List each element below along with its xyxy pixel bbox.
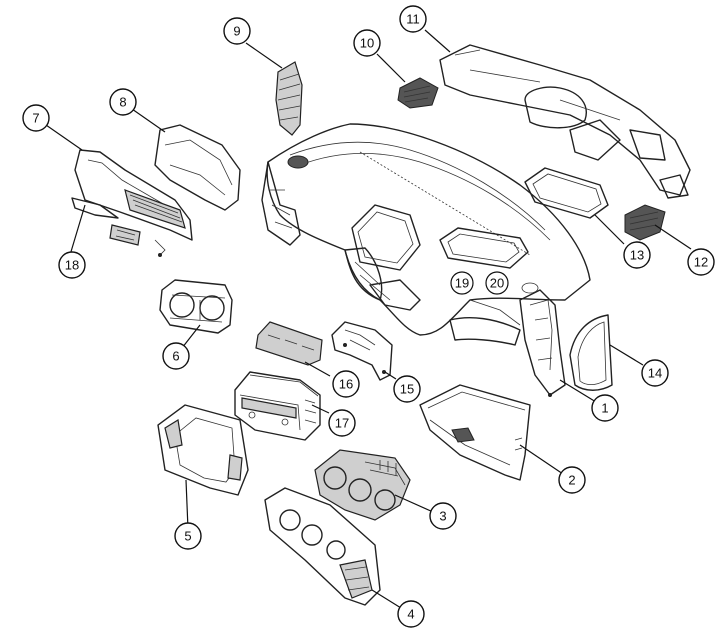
part-heater-control <box>314 449 411 521</box>
part-center-lower-panel <box>264 487 381 606</box>
callout-label: 6 <box>172 349 179 364</box>
callout-label: 15 <box>400 382 414 397</box>
part-center-vent <box>397 77 439 109</box>
part-audio-unit <box>234 371 321 441</box>
callout-2: 2 <box>558 466 586 494</box>
callout-18: 18 <box>58 251 86 279</box>
callout-13: 13 <box>623 241 651 269</box>
callout-label: 9 <box>233 24 240 39</box>
callout-8: 8 <box>109 88 137 116</box>
part-side-end-cap <box>569 314 613 391</box>
part-dashboard-main <box>261 123 591 397</box>
callout-4: 4 <box>397 600 425 628</box>
callout-14: 14 <box>641 359 669 387</box>
callout-label: 4 <box>407 607 414 622</box>
part-bracket <box>331 321 393 381</box>
part-cluster-hood <box>154 124 241 211</box>
callout-5: 5 <box>174 522 202 550</box>
part-audio-bezel <box>157 404 249 496</box>
part-side-vent-right <box>624 204 666 241</box>
leader-lines <box>45 29 692 609</box>
callout-label: 8 <box>119 95 126 110</box>
part-glove-box <box>419 384 531 481</box>
callout-label: 13 <box>630 248 644 263</box>
callout-label: 14 <box>648 366 662 381</box>
part-small-covers <box>71 197 141 246</box>
callout-12: 12 <box>687 248 715 276</box>
callout-label: 5 <box>184 529 191 544</box>
callout-6: 6 <box>162 342 190 370</box>
part-cluster-fascia <box>74 149 193 257</box>
callout-9: 9 <box>223 17 251 45</box>
part-switch-panel <box>255 321 323 366</box>
callout-label: 1 <box>601 401 608 416</box>
callout-label: 12 <box>694 255 708 270</box>
callout-7: 7 <box>22 104 50 132</box>
callout-label: 18 <box>65 258 79 273</box>
callout-10: 10 <box>353 29 381 57</box>
callout-label: 17 <box>335 416 349 431</box>
part-label-20: 20 <box>490 276 504 291</box>
callout-17: 17 <box>328 409 356 437</box>
part-air-duct <box>439 44 691 199</box>
part-label-19: 19 <box>455 276 469 291</box>
callout-3: 3 <box>429 502 457 530</box>
on-part-labels: 19 20 <box>450 271 509 295</box>
part-side-grille <box>275 61 303 136</box>
callout-11: 11 <box>399 5 427 33</box>
callout-label: 2 <box>568 473 575 488</box>
callout-label: 7 <box>32 111 39 126</box>
callout-15: 15 <box>393 375 421 403</box>
callout-label: 10 <box>360 36 374 51</box>
part-instrument-cluster <box>159 279 233 334</box>
callout-1: 1 <box>591 394 619 422</box>
callouts: 1 2 3 4 5 6 7 8 <box>22 5 715 628</box>
callout-label: 11 <box>406 12 420 27</box>
callout-label: 16 <box>339 377 353 392</box>
callout-label: 3 <box>439 509 446 524</box>
callout-16: 16 <box>332 370 360 398</box>
part-top-lid <box>524 167 609 219</box>
